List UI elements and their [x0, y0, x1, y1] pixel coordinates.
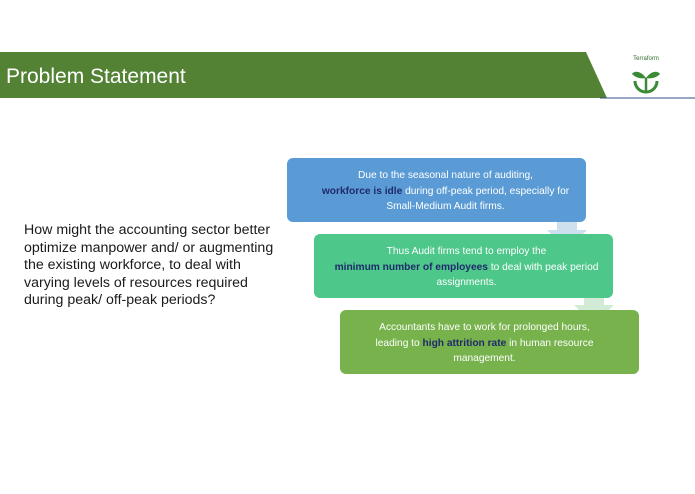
logo-label: Terraform	[633, 56, 659, 62]
flow-box-2-highlight: minimum number of employees	[334, 261, 488, 273]
flow-box-3: Accountants have to work for prolonged h…	[340, 310, 639, 374]
flow-box-2-text: Thus Audit firms tend to employ the	[386, 246, 547, 257]
flow-box-1-text: Due to the seasonal nature of auditing,	[357, 170, 533, 181]
header-band	[0, 52, 695, 99]
flow-box-3-text: Accountants have to work for prolonged h…	[375, 322, 590, 349]
flow-box-1-highlight: workforce is idle	[321, 185, 403, 197]
page-title: Problem Statement	[6, 65, 186, 88]
problem-question: How might the accounting sector better o…	[24, 222, 274, 308]
flow-box-2-rest: to deal with peak period assignments.	[436, 261, 599, 289]
flow-box-3-highlight: high attrition rate	[422, 337, 507, 349]
flow-box-1: Due to the seasonal nature of auditing, …	[287, 158, 586, 222]
leaf-emblem-icon	[632, 71, 660, 94]
flow-box-1-rest: during off-peak period, especially for S…	[386, 185, 570, 213]
terraform-logo: Terraform	[626, 56, 666, 98]
flow-box-2: Thus Audit firms tend to employ the mini…	[314, 234, 613, 298]
flow-box-3-rest: in human resource management.	[453, 337, 594, 365]
header-band-shape	[0, 52, 695, 99]
